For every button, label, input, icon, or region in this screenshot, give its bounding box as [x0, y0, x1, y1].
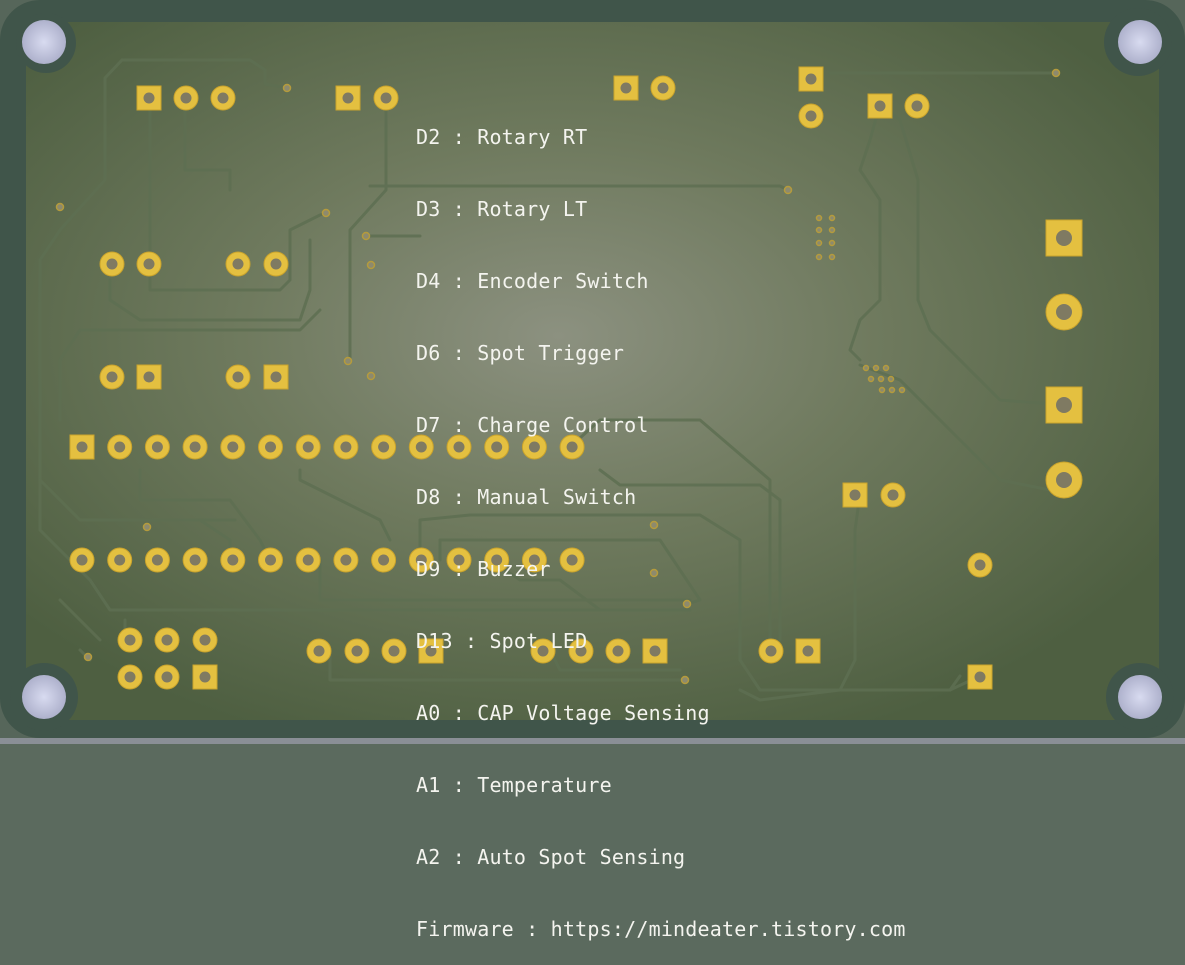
pad-drill-hole [1056, 230, 1072, 246]
pad-drill-hole [388, 645, 400, 657]
pad-drill-hole [805, 73, 817, 85]
pad-drill-hole [143, 371, 155, 383]
silk-line-firmware: Firmware : https://mindeater.tistory.com [416, 917, 906, 941]
pad-drill-hole [351, 645, 363, 657]
square-pad [613, 75, 639, 101]
pad-drill-hole [453, 554, 465, 566]
pad-drill-hole [575, 645, 587, 657]
silk-line-d2: D2 : Rotary RT [416, 125, 588, 149]
pad-drill-hole [415, 441, 427, 453]
pad-drill-hole [765, 645, 777, 657]
pad-drill-hole [528, 441, 540, 453]
pad-drill-hole [151, 441, 163, 453]
pad-drill-hole [302, 554, 314, 566]
pad-drill-hole [620, 82, 632, 94]
pad-drill-hole [974, 671, 986, 683]
pad-drill-hole [227, 441, 239, 453]
pad-drill-hole [199, 634, 211, 646]
pad-drill-hole [270, 371, 282, 383]
pad-drill-hole [189, 554, 201, 566]
pad-drill-hole [612, 645, 624, 657]
square-pad [192, 664, 218, 690]
pad-drill-hole [199, 671, 211, 683]
pad-drill-hole [342, 92, 354, 104]
pad-drill-hole [180, 92, 192, 104]
pads [69, 66, 1083, 690]
pad-drill-hole [114, 441, 126, 453]
pad-drill-hole [161, 671, 173, 683]
pad-drill-hole [143, 258, 155, 270]
square-pad [136, 364, 162, 390]
pad-drill-hole [805, 110, 817, 122]
pad-drill-hole [566, 441, 578, 453]
pad-drill-hole [566, 554, 578, 566]
silk-line-a2: A2 : Auto Spot Sensing [416, 845, 686, 869]
silk-line-a0: A0 : CAP Voltage Sensing [416, 701, 710, 725]
pcb-board [0, 0, 1185, 744]
silk-line-d3: D3 : Rotary LT [416, 197, 588, 221]
pad-drill-hole [313, 645, 325, 657]
pad-drill-hole [232, 258, 244, 270]
pad-drill-hole [189, 441, 201, 453]
mounting-holes [10, 8, 1174, 731]
pad-drill-hole [378, 554, 390, 566]
silk-line-d13: D13 : Spot LED [416, 629, 588, 653]
pad-drill-hole [849, 489, 861, 501]
pad-drill-hole [270, 258, 282, 270]
vias [55, 68, 1061, 685]
silk-line-a1: A1 : Temperature [416, 773, 612, 797]
silkscreen-text: D2 : Rotary RT D3 : Rotary LT D4 : Encod… [416, 77, 906, 965]
pad-drill-hole [114, 554, 126, 566]
pad-drill-hole [491, 441, 503, 453]
pad-drill-hole [265, 441, 276, 453]
pad-drill-hole [453, 441, 465, 453]
silk-line-d4: D4 : Encoder Switch [416, 269, 649, 293]
pad-drill-hole [161, 634, 173, 646]
copper-traces [38, 58, 1066, 702]
pad-drill-hole [124, 634, 136, 646]
pad-drill-hole [340, 554, 352, 566]
pad-drill-hole [537, 645, 549, 657]
bottom-strip [0, 738, 1185, 744]
pad-drill-hole [911, 100, 923, 112]
pad-drill-hole [425, 645, 437, 657]
silk-line-d6: D6 : Spot Trigger [416, 341, 625, 365]
pad-drill-hole [151, 554, 163, 566]
pad-drill-hole [380, 92, 392, 104]
pad-drill-hole [874, 100, 886, 112]
pad-drill-hole [265, 554, 276, 566]
pad-drill-hole [76, 554, 88, 566]
pad-drill-hole [124, 671, 136, 683]
pad-drill-hole [106, 371, 118, 383]
pad-drill-hole [491, 554, 503, 566]
pad-drill-hole [415, 554, 427, 566]
pad-drill-hole [227, 554, 239, 566]
silk-line-d8: D8 : Manual Switch [416, 485, 637, 509]
pad-drill-hole [657, 82, 669, 94]
pad-drill-hole [340, 441, 352, 453]
pad-drill-hole [1056, 472, 1072, 488]
silk-line-d7: D7 : Charge Control [416, 413, 649, 437]
pad-drill-hole [106, 258, 118, 270]
pad-drill-hole [1056, 397, 1072, 413]
pad-drill-hole [217, 92, 229, 104]
pad-drill-hole [802, 645, 814, 657]
pad-drill-hole [887, 489, 899, 501]
pad-drill-hole [649, 645, 661, 657]
pad-drill-hole [528, 554, 540, 566]
pad-drill-hole [232, 371, 244, 383]
pad-drill-hole [76, 441, 88, 453]
solder-mask [26, 22, 1159, 720]
pad-drill-hole [302, 441, 314, 453]
pad-drill-hole [143, 92, 155, 104]
silk-line-d9: D9 : Buzzer [416, 557, 551, 581]
pad-drill-hole [974, 559, 986, 571]
pad-drill-hole [378, 441, 390, 453]
pad-drill-hole [1056, 304, 1072, 320]
